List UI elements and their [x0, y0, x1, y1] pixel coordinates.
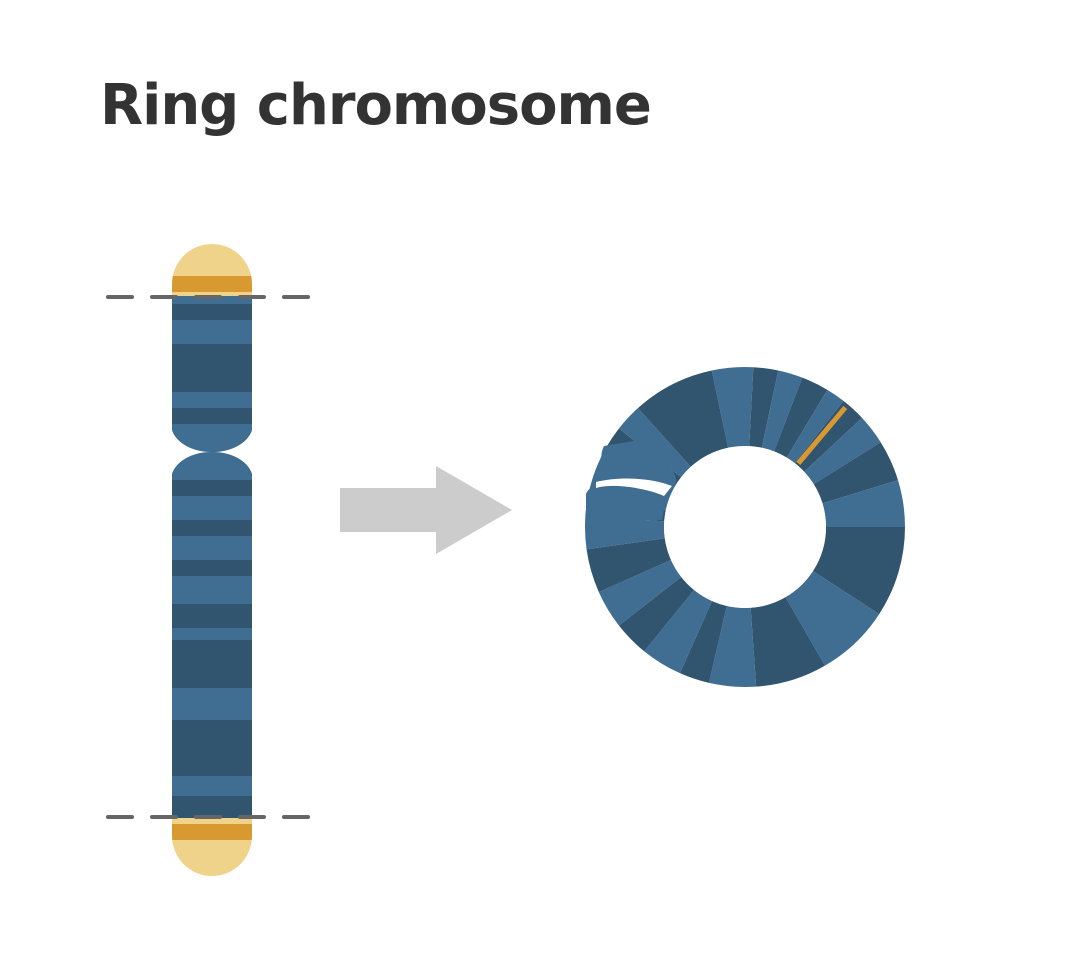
- chromosome-band: [172, 480, 252, 496]
- chromosome-band: [172, 296, 252, 304]
- ring-fusion-lobe: [601, 440, 677, 490]
- ring-band: [804, 417, 881, 485]
- chromosome-band: [172, 688, 252, 720]
- ring-band: [812, 527, 905, 615]
- top-telomere-cap: [172, 244, 252, 280]
- bottom-telomere-cap: [172, 840, 252, 876]
- ring-band: [618, 576, 695, 652]
- chromosome-band: [172, 520, 252, 536]
- ring-band: [637, 370, 729, 467]
- ring-band: [794, 400, 863, 472]
- chromosome-band: [172, 560, 252, 576]
- chromosome-band: [172, 720, 252, 776]
- ring-band: [709, 605, 757, 687]
- chromosome-band: [172, 304, 252, 320]
- bottom-telomere-band: [172, 824, 252, 840]
- ring-fusion-gap: [596, 478, 672, 496]
- diagram-title: Ring chromosome: [100, 73, 652, 138]
- linear-chromosome: [171, 244, 254, 876]
- ring-band: [586, 538, 672, 593]
- ring-band: [750, 597, 825, 687]
- chromosome-band: [172, 776, 252, 796]
- chromosome-band: [172, 576, 252, 604]
- ring-band: [598, 559, 682, 626]
- chromosome-band: [172, 604, 252, 628]
- ring-fusion-lobe: [586, 483, 664, 520]
- chromosome-band: [172, 496, 252, 520]
- ring-band: [644, 589, 713, 674]
- ring-band: [585, 515, 665, 550]
- chromosome-band: [172, 344, 252, 392]
- ring-band: [774, 377, 828, 458]
- ring-chromosome: [585, 367, 905, 687]
- ring-band: [679, 600, 727, 683]
- ring-band: [813, 442, 899, 504]
- chromosome-band: [172, 392, 252, 408]
- ring-band: [786, 389, 844, 464]
- chromosome-band: [172, 628, 252, 640]
- top-telomere-band: [172, 276, 252, 292]
- ring-telomere-mark: [796, 405, 848, 466]
- ring-band: [618, 408, 691, 478]
- chromosome-band: [172, 408, 252, 424]
- ring-band: [749, 367, 779, 448]
- ring-band: [785, 571, 880, 666]
- chromosome-band: [172, 320, 252, 344]
- chromosome-band: [172, 536, 252, 560]
- centromere: [171, 424, 254, 480]
- chromosome-band: [172, 640, 252, 688]
- ring-band: [822, 480, 905, 527]
- right-arrow-icon: [340, 466, 512, 554]
- ring-band: [711, 367, 754, 448]
- ring-hole: [664, 446, 826, 608]
- ring-band: [761, 370, 803, 452]
